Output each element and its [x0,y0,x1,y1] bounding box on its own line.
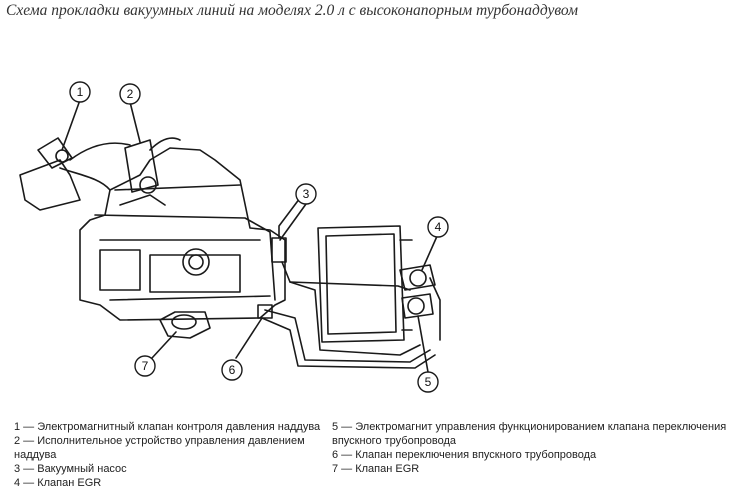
page-title: Схема прокладки вакуумных линий на модел… [6,2,578,19]
callout-5-circle [417,371,439,393]
intercooler-panel [317,225,405,343]
legend-right: 5 — Электромагнит управления функциониро… [332,420,728,476]
legend-item: 2 — Исполнительное устройство управления… [14,435,305,461]
intake-switch-valve [257,304,273,319]
vacuum-pump [271,237,287,263]
callout-7-circle [134,355,156,377]
egr-valve-4 [399,264,436,291]
egr-solenoid-5 [401,293,434,319]
callout-6-circle [221,359,243,381]
legend-item: 7 — Клапан EGR [332,463,420,475]
callout-3: 3 [303,187,310,201]
egr-valve-7 [159,311,211,339]
callout-1-circle [69,81,91,103]
callout-3-circle [295,183,317,205]
callout-4-circle [427,216,449,238]
legend-left: 1 — Электромагнитный клапан контроля дав… [14,420,330,490]
legend-item: 3 — Вакуумный насос [14,463,127,475]
callout-1: 1 [77,85,84,99]
vacuum-line-diagram: 1 2 3 4 5 6 7 [19,81,449,393]
callout-6: 6 [229,363,236,377]
legend-item: 5 — Электромагнит управления функциониро… [332,421,727,447]
engine-block [79,147,286,321]
intake-pipe [19,159,81,211]
callout-5: 5 [425,375,432,389]
legend-item: 6 — Клапан переключения впускного трубоп… [332,449,597,461]
callout-2-circle [119,83,141,105]
legend-item: 1 — Электромагнитный клапан контроля дав… [14,421,321,433]
legend-item: 4 — Клапан EGR [14,477,102,489]
callout-7: 7 [142,359,149,373]
boost-actuator [124,139,159,193]
callout-4: 4 [435,220,442,234]
callout-2: 2 [127,87,134,101]
